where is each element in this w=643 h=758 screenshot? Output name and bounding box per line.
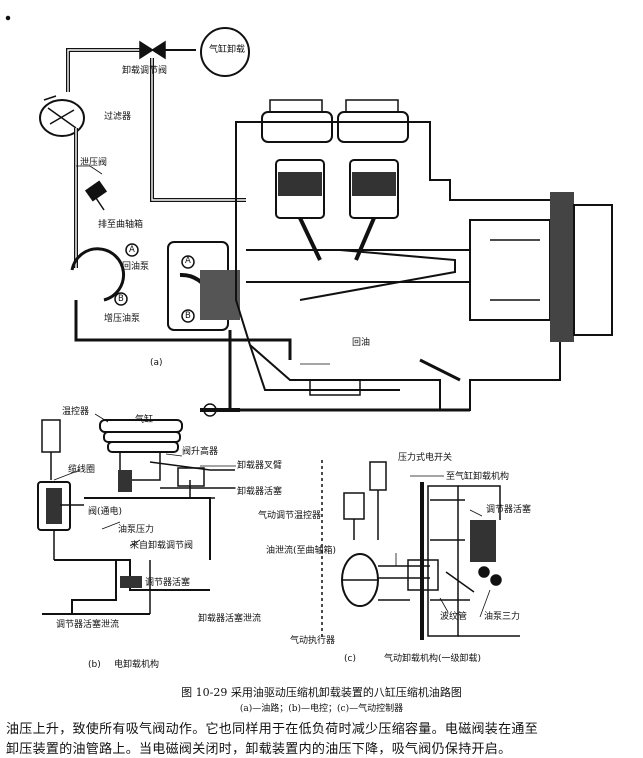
label-thermostat: 温控器 [62, 407, 90, 417]
label-circle-a-2: A [185, 256, 191, 266]
label-to-cylinder: 至气缸卸载机构 [446, 472, 510, 482]
label-return-oil: 回油 [352, 338, 371, 348]
label-return-pump: 回油泵 [122, 262, 150, 272]
label-bellows: 波纹管 [440, 612, 468, 622]
figure-title: 图 10-29 采用油驱动压缩机卸载装置的八缸压缩机油路图 [181, 686, 462, 699]
label-coil: 缆线圈 [68, 465, 96, 475]
label-oil-drain: 油泄流(至曲轴箱) [266, 546, 337, 556]
panel-b-tag: (b) [88, 660, 101, 670]
figure-subtitle: (a)—油路；(b)—电控；(c)—气动控制器 [239, 704, 404, 714]
compressor-body [200, 99, 613, 417]
label-circle-b: B [118, 294, 124, 304]
label-regulator-piston-b: 调节器活塞 [145, 578, 191, 588]
panel-a-tag: (a) [150, 358, 163, 368]
label-cylinder-unload: 气缸卸载 [209, 45, 246, 55]
panel-a-diagram [5, 15, 613, 417]
label-pneumatic-thermo: 气动调节温控器 [258, 511, 322, 521]
filter-icon [39, 95, 85, 137]
label-to-crankcase: 排至曲轴箱 [98, 220, 144, 230]
unload-valve-icon [139, 40, 166, 60]
panel-c-diagram [321, 460, 520, 640]
compressor-oil-circuit-diagram [5, 15, 613, 640]
label-circle-b-2: B [185, 311, 191, 321]
body-text-line-2: 卸压装置的油管路上。当电磁阀关闭时，卸载装置内的油压下降，吸气阀仍保持开启。 [6, 742, 512, 757]
label-pressure-switch: 压力式电开关 [398, 453, 453, 463]
label-unloader-piston: 卸载器活塞 [237, 487, 283, 497]
body-text-line-1: 油压上升，致使所有吸气阀动作。它也同样用于在低负荷时减少压缩容量。电磁阀装在通至 [6, 722, 539, 737]
label-from-regulator: 来自卸载调节阀 [130, 541, 194, 551]
label-boost-pump: 增压油泵 [104, 314, 141, 324]
panel-c-tag: (c) [344, 654, 356, 664]
panel-b-caption: 电卸载机构 [114, 660, 160, 670]
label-oil-pump-force: 油泵三力 [484, 612, 521, 622]
oil-pump-block [167, 241, 240, 331]
label-regulator-drain: 调节器活塞泄流 [56, 620, 120, 630]
label-valve-energized: 阀(通电) [88, 507, 123, 517]
relief-valve-icon [84, 180, 108, 211]
label-filter: 过滤器 [104, 112, 132, 122]
label-regulator-piston-c: 调节器活塞 [486, 505, 532, 515]
label-pneumatic-actuator: 气动执行器 [290, 636, 336, 646]
label-unloader-fork: 卸载器叉臂 [237, 461, 283, 471]
label-unloader-drain: 卸载器活塞泄流 [198, 614, 262, 624]
label-circle-a: A [129, 245, 135, 255]
boost-pump-icon [70, 247, 128, 306]
panel-b-diagram [37, 419, 235, 615]
leader-lines [53, 165, 491, 618]
label-unload-valve: 卸载调节阀 [122, 66, 168, 76]
label-relief-valve: 泄压阀 [80, 158, 108, 168]
panel-c-caption: 气动卸载机构(一级卸载) [384, 654, 482, 664]
label-cylinder: 气缸 [135, 415, 154, 425]
label-oil-pressure: 油泵压力 [118, 525, 155, 535]
label-lift-fork: 阀升高器 [182, 447, 219, 457]
